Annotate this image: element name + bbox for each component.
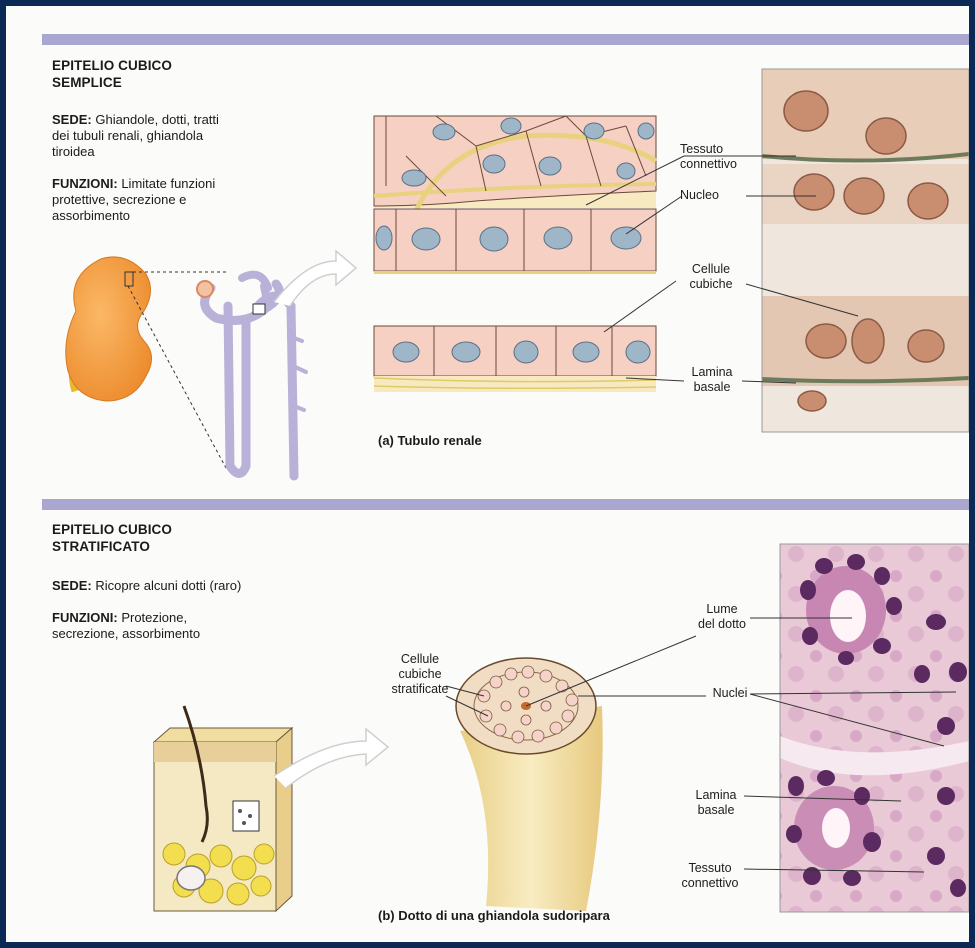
tubule-upper <box>374 116 656 211</box>
caption-b: (b) Dotto di una ghiandola sudoripara <box>378 908 610 923</box>
micrograph-a <box>762 69 969 432</box>
label-nucleo: Nucleo <box>680 188 744 203</box>
tubule-upper-row <box>374 209 656 274</box>
label-nuclei: Nuclei <box>708 686 752 701</box>
tubule-lower-row <box>374 326 656 392</box>
illustrations <box>6 6 969 942</box>
page: EPITELIO CUBICO SEMPLICE SEDE: Ghiandole… <box>6 6 969 942</box>
micrograph-b <box>780 544 969 912</box>
caption-a: (a) Tubulo renale <box>378 433 482 448</box>
arrow-a <box>274 251 356 306</box>
skin-illustration <box>154 706 292 911</box>
